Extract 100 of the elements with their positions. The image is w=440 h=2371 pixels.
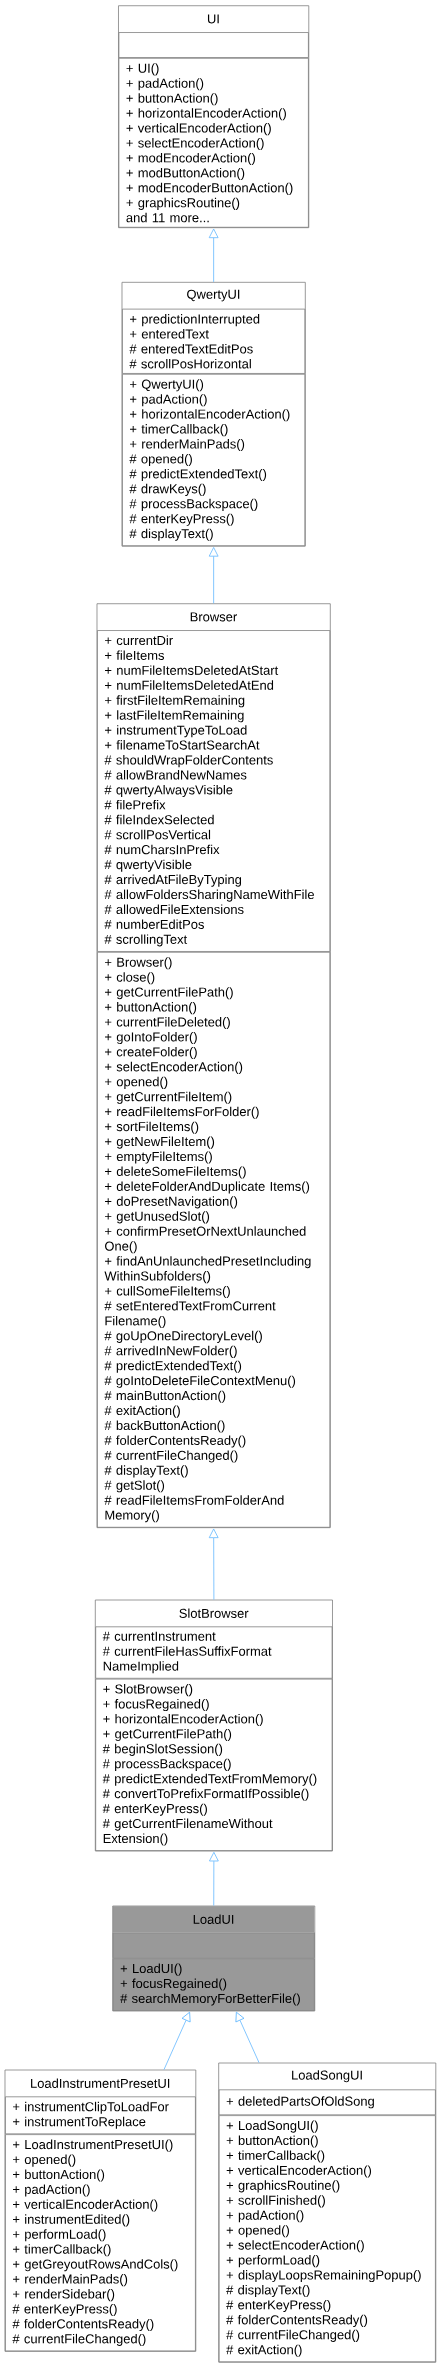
member-text: # allowBrandNewNames bbox=[104, 770, 247, 780]
member-text: # allowedFileExtensions bbox=[104, 904, 244, 914]
member-text: + verticalEncoderAction() bbox=[226, 2165, 372, 2178]
class-name: UI bbox=[207, 14, 219, 24]
member-text: + fileItems bbox=[105, 650, 165, 660]
member-text: + displayLoopsRemainingPopup() bbox=[226, 2270, 421, 2283]
member-text: # folderContentsReady() bbox=[104, 1435, 246, 1448]
member-text: + opened() bbox=[226, 2225, 289, 2238]
member-text: # shouldWrapFolderContents bbox=[104, 755, 273, 768]
class-name: Browser bbox=[190, 612, 237, 622]
inheritance-arrow bbox=[208, 547, 219, 604]
inheritance-arrow bbox=[235, 2011, 260, 2063]
compartment-box bbox=[218, 2089, 436, 2116]
member-text: # setEnteredTextFromCurrent Filename() bbox=[104, 1300, 276, 1328]
member-text: # enterKeyPress() bbox=[12, 2304, 117, 2317]
member-text: # getSlot() bbox=[104, 1480, 165, 1493]
member-text: + renderMainPads() bbox=[13, 2274, 128, 2287]
member-text: # mainButtonAction() bbox=[104, 1390, 226, 1403]
member-text: + padAction() bbox=[13, 2184, 90, 2197]
member-text: + deletedPartsOfOldSong bbox=[226, 2096, 374, 2109]
compartment-box bbox=[97, 630, 331, 952]
member-text: # processBackspace() bbox=[129, 498, 258, 511]
compartment-box bbox=[122, 308, 306, 374]
member-text: # currentFileChanged() bbox=[104, 1450, 238, 1463]
member-text: # currentFileChanged() bbox=[12, 2333, 146, 2346]
member-text: + numFileItemsDeletedAtEnd bbox=[105, 680, 274, 690]
member-text: # arrivedInNewFolder() bbox=[104, 1345, 237, 1358]
member-text: + graphicsRoutine() bbox=[126, 197, 240, 210]
member-text: # scrollPosVertical bbox=[104, 829, 211, 840]
member-text: + timerCallback() bbox=[13, 2244, 111, 2257]
member-text: + deleteFolderAndDuplicate Items() bbox=[105, 1181, 310, 1194]
member-text: + doPresetNavigation() bbox=[105, 1196, 238, 1209]
member-text: + horizontalEncoderAction() bbox=[126, 108, 286, 121]
inheritance-arrow bbox=[208, 1528, 219, 1600]
member-text: + LoadInstrumentPresetUI() bbox=[13, 2139, 173, 2152]
inheritance-arrow bbox=[163, 2011, 191, 2070]
member-text: + currentDir bbox=[105, 635, 173, 646]
member-text: + deleteSomeFileItems() bbox=[105, 1166, 246, 1179]
class-name: LoadSongUI bbox=[292, 2070, 362, 2083]
member-text: + padAction() bbox=[130, 394, 207, 407]
member-text: + performLoad() bbox=[226, 2255, 320, 2268]
member-text: and 11 more... bbox=[126, 212, 209, 223]
member-text: + SlotBrowser() bbox=[103, 1684, 193, 1697]
compartment-box bbox=[97, 951, 331, 1528]
member-text: # beginSlotSession() bbox=[102, 1743, 223, 1756]
compartment-box bbox=[118, 32, 309, 58]
member-text: # qwertyVisible bbox=[104, 859, 192, 872]
member-text: + buttonAction() bbox=[226, 2135, 318, 2148]
member-text: + getCurrentFilePath() bbox=[103, 1728, 232, 1741]
member-text: + buttonAction() bbox=[126, 93, 218, 106]
member-text: + close() bbox=[105, 972, 155, 985]
member-text: + focusRegained() bbox=[103, 1699, 209, 1712]
member-text: + findAnUnlaunchedPresetIncluding WithinSubfolders() bbox=[104, 1256, 311, 1284]
member-text: # currentFileChanged() bbox=[226, 2329, 360, 2342]
member-text: + renderMainPads() bbox=[130, 439, 245, 452]
member-text: + LoadSongUI() bbox=[226, 2120, 318, 2133]
member-text: + scrollFinished() bbox=[226, 2195, 325, 2208]
member-text: # displayText() bbox=[226, 2285, 310, 2298]
compartment-box bbox=[112, 1958, 315, 2011]
member-text: + horizontalEncoderAction() bbox=[103, 1713, 263, 1727]
member-text: # filePrefix bbox=[104, 799, 166, 810]
class-name: LoadInstrumentPresetUI bbox=[31, 2078, 170, 2088]
member-text: + opened() bbox=[13, 2154, 76, 2167]
member-text: # exitAction() bbox=[104, 1405, 180, 1418]
member-text: # enteredTextEditPos bbox=[129, 344, 253, 354]
member-text: + verticalEncoderAction() bbox=[13, 2199, 158, 2212]
class-name: LoadUI bbox=[193, 1914, 234, 1924]
compartment-box bbox=[95, 1626, 333, 1679]
inheritance-arrow bbox=[208, 228, 219, 283]
member-text: + getCurrentFilePath() bbox=[105, 987, 233, 1000]
member-text: # displayText() bbox=[104, 1465, 188, 1478]
member-text: # arrivedAtFileByTyping bbox=[104, 874, 242, 887]
member-text: # opened() bbox=[129, 454, 192, 467]
member-text: + timerCallback() bbox=[130, 424, 228, 437]
member-text: + predictionInterrupted bbox=[130, 314, 260, 327]
member-text: # searchMemoryForBetterFile() bbox=[120, 1993, 300, 2006]
member-text: # processBackspace() bbox=[102, 1758, 231, 1771]
member-text: + lastFileItemRemaining bbox=[105, 710, 244, 723]
member-text: + selectEncoderAction() bbox=[126, 138, 264, 151]
member-text: # predictExtendedText() bbox=[104, 1360, 242, 1373]
member-text: + verticalEncoderAction() bbox=[126, 123, 271, 136]
member-text: # enterKeyPress() bbox=[226, 2299, 331, 2312]
member-text: + performLoad() bbox=[13, 2229, 106, 2242]
compartment-box bbox=[5, 2096, 196, 2135]
member-text: + emptyFileItems() bbox=[105, 1151, 212, 1164]
member-text: + getNewFileItem() bbox=[105, 1136, 215, 1149]
member-text: # scrollingText bbox=[104, 934, 188, 947]
member-text: + sortFileItems() bbox=[105, 1121, 199, 1134]
member-text: # currentFileHasSuffixFormat NameImplied bbox=[102, 1646, 272, 1674]
class-name: QwertyUI bbox=[187, 289, 240, 302]
member-text: # numberEditPos bbox=[104, 919, 204, 929]
member-text: + instrumentEdited() bbox=[13, 2214, 130, 2227]
member-text: # allowFoldersSharingNameWithFile bbox=[104, 889, 314, 902]
member-text: # goUpOneDirectoryLevel() bbox=[104, 1330, 262, 1343]
member-text: + QwertyUI() bbox=[130, 379, 204, 392]
member-text: + getGreyoutRowsAndCols() bbox=[13, 2259, 178, 2272]
member-text: + numFileItemsDeletedAtStart bbox=[105, 665, 279, 675]
member-text: # qwertyAlwaysVisible bbox=[104, 784, 233, 798]
member-text: + timerCallback() bbox=[226, 2150, 325, 2163]
member-text: + padAction() bbox=[226, 2210, 304, 2223]
